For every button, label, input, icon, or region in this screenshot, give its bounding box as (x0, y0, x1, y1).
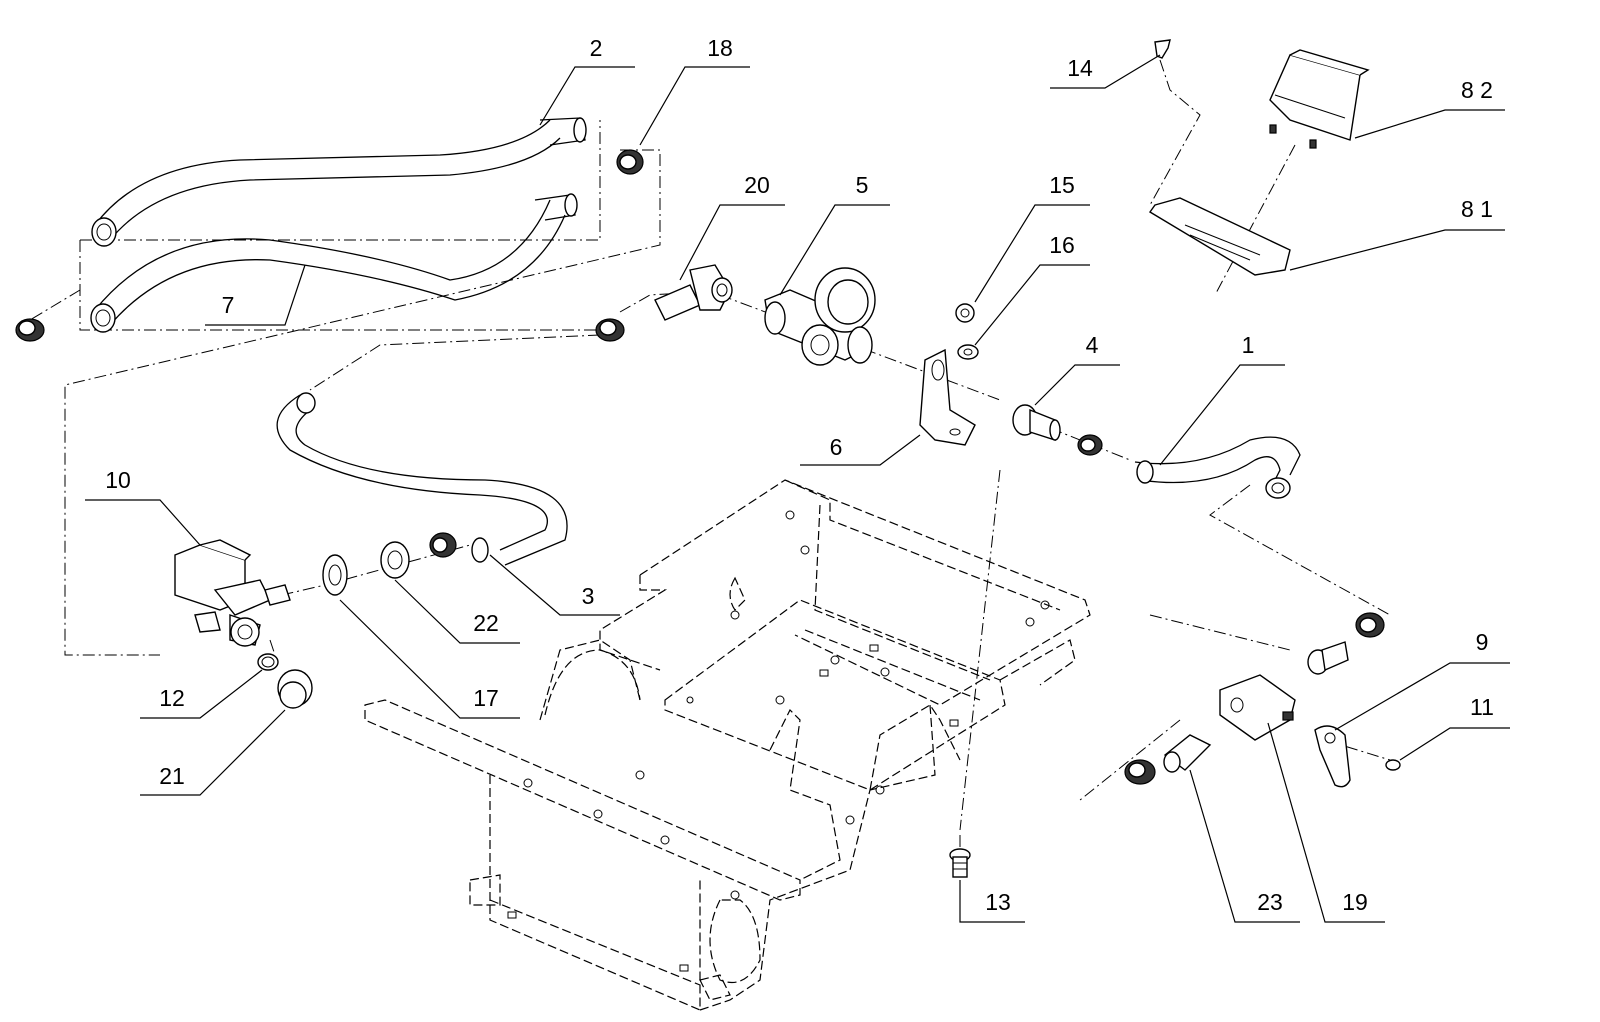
callout-11: 11 (1470, 694, 1494, 720)
washer-16 (957, 344, 979, 360)
callout-4: 4 (1086, 332, 1099, 358)
pump-5 (764, 267, 876, 366)
hose-clamp-18 (616, 149, 644, 175)
fitting-right (1307, 641, 1349, 675)
cap-21 (277, 669, 313, 709)
screw-11 (1385, 759, 1401, 771)
callout-23: 23 (1257, 889, 1283, 915)
callout-12: 12 (159, 685, 185, 711)
callout-5: 5 (856, 172, 869, 198)
hose-clamp-left (15, 318, 45, 342)
fitting-4 (1012, 404, 1061, 441)
hose-3 (276, 392, 568, 566)
hose-clamp-22 (429, 532, 457, 558)
callout-21: 21 (159, 763, 185, 789)
bracket-6 (919, 348, 976, 446)
barb-fitting-23 (1163, 734, 1212, 773)
o-ring-12 (257, 653, 279, 671)
callout-81: 8 1 (1461, 196, 1493, 222)
callout-6: 6 (830, 434, 843, 460)
callout-19: 19 (1342, 889, 1368, 915)
callout-17: 17 (473, 685, 499, 711)
hose-7 (90, 193, 578, 333)
hose-clamp-4 (1077, 434, 1103, 456)
hose-clamp-pump (595, 318, 625, 342)
bolt-13 (949, 848, 971, 878)
callout-20: 20 (744, 172, 770, 198)
nut-15 (955, 303, 975, 323)
block-19 (1219, 674, 1296, 741)
chassis-frame (364, 479, 1091, 1011)
leader-lines (85, 54, 1510, 923)
gasket-17 (322, 554, 348, 596)
hose-1 (1134, 436, 1301, 499)
elbow-fitting-20 (654, 264, 733, 321)
assembly-centerlines (29, 59, 1391, 850)
callout-7: 7 (222, 292, 235, 318)
callout-3: 3 (582, 583, 595, 609)
callout-9: 9 (1476, 629, 1489, 655)
callout-1: 1 (1242, 332, 1255, 358)
lever-9 (1314, 725, 1351, 788)
callout-22: 22 (473, 610, 499, 636)
nut-22 (380, 541, 410, 579)
callout-18: 18 (707, 35, 733, 61)
solenoid-valve-10 (174, 539, 291, 647)
gauge-bezel-81 (1148, 197, 1291, 276)
callout-labels: 1 2 3 4 5 6 7 8 1 8 2 9 10 11 12 13 14 1… (105, 35, 1494, 915)
hose-clamp-9 (1355, 612, 1385, 638)
gauge-82 (1269, 49, 1370, 149)
callout-16: 16 (1049, 232, 1075, 258)
callout-2: 2 (590, 35, 603, 61)
screw-14 (1154, 39, 1171, 59)
hose-2 (91, 117, 587, 247)
callout-13: 13 (985, 889, 1011, 915)
callout-15: 15 (1049, 172, 1075, 198)
callout-14: 14 (1067, 55, 1093, 81)
callout-10: 10 (105, 467, 131, 493)
callout-82: 8 2 (1461, 77, 1493, 103)
hose-clamp-23 (1124, 759, 1156, 785)
